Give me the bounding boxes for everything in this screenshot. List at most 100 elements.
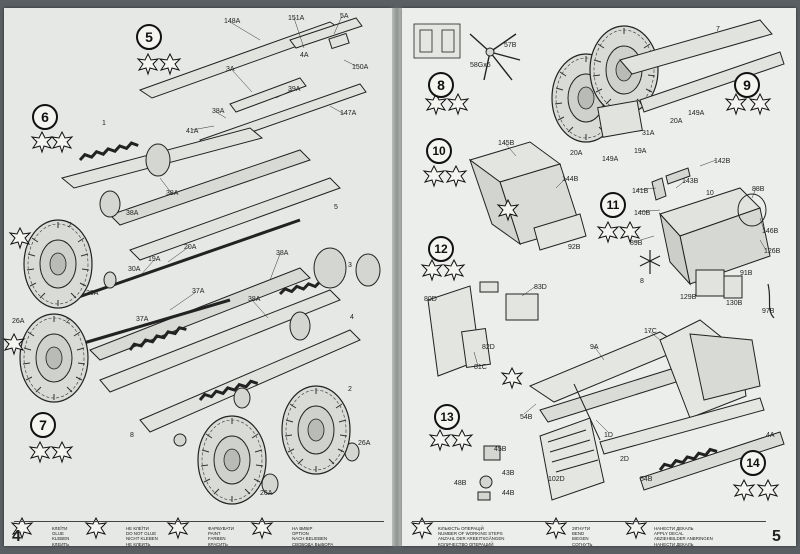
step-number-10: 10 (426, 138, 452, 164)
part-label: 81C (474, 364, 487, 371)
part-label: 20A (86, 290, 99, 297)
part-label: 5A (340, 13, 349, 20)
legend-line: НЕ КЛЕИТЬ (126, 541, 151, 547)
legend-line: NICHT KLEBEN (126, 536, 158, 542)
legend-line: KLEBEN (52, 536, 70, 542)
part-label: 92B (568, 244, 581, 251)
part-label: 43B (502, 470, 515, 477)
part-label: 9A (590, 344, 599, 351)
part-label: 149A (688, 110, 705, 117)
legend-line: APPLY DECAL (654, 531, 684, 537)
part-label: 54B (640, 476, 653, 483)
part-label: 88B (752, 186, 765, 193)
part-label: 4 (350, 314, 354, 321)
part-label: 26A (260, 490, 273, 497)
legend-line: КОЛИЧЕСТВО ОПЕРАЦИЙ (438, 541, 494, 547)
part-label: 19A (148, 256, 161, 263)
part-label: 150A (352, 64, 369, 71)
part-label: 149A (602, 156, 619, 163)
part-label: 41A (186, 128, 199, 135)
part-label: 102D (548, 476, 565, 483)
part-label: 3 (348, 262, 352, 269)
part-label: 5 (334, 204, 338, 211)
part-label: 151A (288, 15, 305, 22)
part-label: 1D (604, 432, 613, 439)
legend-line: FARBEN (208, 536, 226, 542)
part-label: 26A (358, 440, 371, 447)
legend-line: GLUE (52, 531, 64, 537)
part-label: 82D (482, 344, 495, 351)
part-label: 1 (102, 120, 106, 127)
part-label: 57B (504, 42, 517, 49)
part-label: 20A (670, 118, 683, 125)
step-number-12: 12 (428, 236, 454, 262)
page-number-left: 4 (12, 528, 21, 545)
legend-line: BEND (572, 531, 585, 537)
step-number-7: 7 (30, 412, 56, 438)
legend-line: КЛЕЇТИ (52, 526, 68, 531)
legend-line: BIEGEN (572, 536, 589, 542)
part-label: 142B (714, 158, 731, 165)
legend-line: NUMBER OF WORKING STEPS (438, 531, 503, 537)
part-label: 45B (494, 446, 507, 453)
part-label: 80D (424, 296, 437, 303)
part-label: 31A (642, 130, 655, 137)
part-label: 20A (184, 244, 197, 251)
legend-line: PAINT (208, 531, 221, 537)
step-number-13: 13 (434, 404, 460, 430)
part-label: 83D (534, 284, 547, 291)
legend-line: ЗІГНУТИ (572, 526, 591, 531)
part-label: 2 (66, 318, 70, 325)
legend-line: OPTION (292, 531, 309, 537)
part-label: 147A (340, 110, 357, 117)
part-label: 4A (300, 52, 309, 59)
step-number-9: 9 (734, 72, 760, 98)
part-label: 58Gx6 (470, 62, 491, 69)
part-label: 2 (348, 386, 352, 393)
part-label: 148A (224, 18, 241, 25)
part-label: 54B (520, 414, 533, 421)
book-spine (392, 8, 402, 546)
part-label: 38A (126, 210, 139, 217)
part-label: 20A (570, 150, 583, 157)
part-label: 2D (620, 456, 629, 463)
part-label: 129B (680, 294, 697, 301)
part-label: 19A (634, 148, 647, 155)
legend-line: НЕ КЛЕЇТИ (126, 526, 149, 531)
legend-line: НА ВИБІР (292, 526, 313, 531)
part-label: 38A (248, 296, 261, 303)
legend-line: NACH BELIEBEN (292, 536, 328, 542)
part-label: 3A (226, 66, 235, 73)
legend-line: НАНЕСТИ ДЕКАЛЬ (654, 541, 694, 547)
part-label: 4A (766, 432, 775, 439)
part-label: 89B (630, 240, 643, 247)
part-label: 37A (192, 288, 205, 295)
part-label: 2 (68, 222, 72, 229)
part-label: 38A (212, 108, 225, 115)
step-number-8: 8 (428, 72, 454, 98)
part-label: 38A (276, 250, 289, 257)
legend-line: СОГНУТЬ (572, 541, 593, 547)
part-label: 130B (726, 300, 743, 307)
part-label: 48B (454, 480, 467, 487)
legend-line: ABZIEHBILDER ANBRINGEN (654, 536, 713, 542)
part-label: 17C (644, 328, 657, 335)
legend-line: КРАСИТЬ (208, 541, 228, 547)
part-label: 10 (706, 190, 714, 197)
